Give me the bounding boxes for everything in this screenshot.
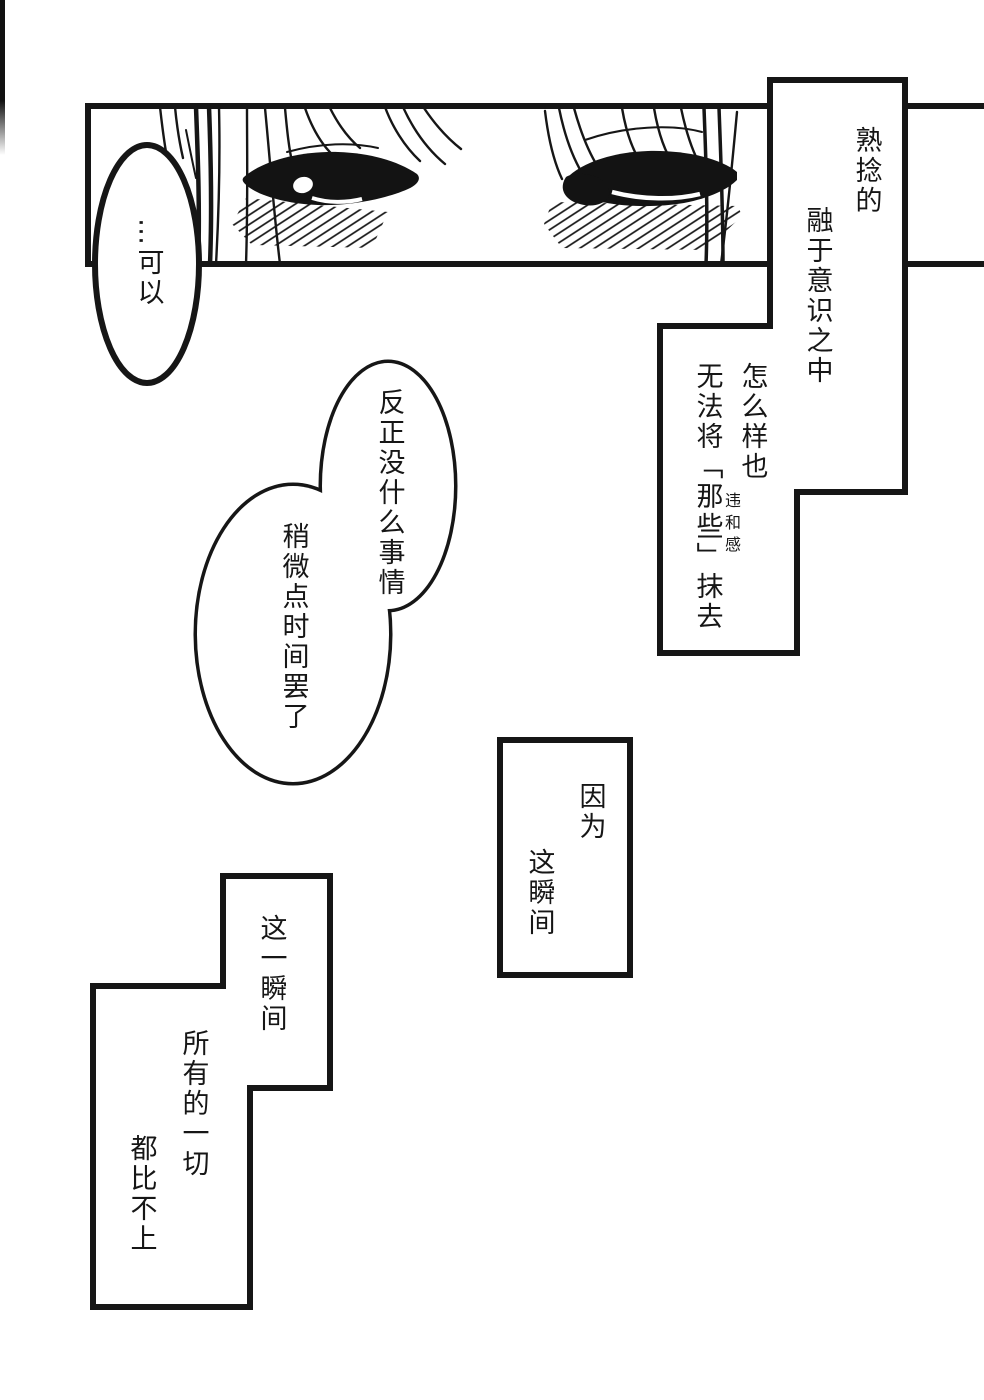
page-edge-line <box>0 0 5 155</box>
right-eye <box>562 150 737 207</box>
left-eye <box>242 151 419 206</box>
caption-box1-line2: 融于意识之中 <box>801 206 833 386</box>
caption-box4-line2: 所有的一切 <box>177 1029 209 1179</box>
caption-box2-line1: 怎么样也 <box>736 362 768 482</box>
left-blush-hatching <box>232 198 388 248</box>
oval-bubble-text: …可以 <box>132 218 164 308</box>
caption-box2-note: 违和感 <box>722 492 741 558</box>
right-blush-hatching <box>544 202 742 250</box>
caption-box3-line1: 因为 <box>574 782 606 842</box>
caption-box4-line1: 这一瞬间 <box>255 914 287 1034</box>
right-eye-shadow <box>562 173 610 206</box>
caption-box-center <box>497 737 633 978</box>
caption-box-top-right <box>657 77 908 656</box>
blob-bubble-line2: 稍微点时间罢了 <box>277 522 309 732</box>
blob-bubble-line1: 反正没什么事情 <box>373 388 405 598</box>
caption-box2-line2: 无法将「那些」抹去 <box>691 362 723 632</box>
left-eye-lower-line <box>311 196 363 204</box>
caption-box-bottom-left <box>90 873 333 1310</box>
blob-speech-bubble <box>193 359 458 786</box>
left-eye-highlight <box>293 176 313 194</box>
right-eye-lower-line <box>611 189 701 201</box>
oval-speech-bubble <box>92 142 202 386</box>
caption-box4-line3: 都比不上 <box>125 1134 157 1254</box>
left-eye-shape <box>242 151 419 206</box>
caption-box3-line2: 这瞬间 <box>523 848 555 938</box>
caption-box1-line1: 熟捻的 <box>850 126 882 216</box>
